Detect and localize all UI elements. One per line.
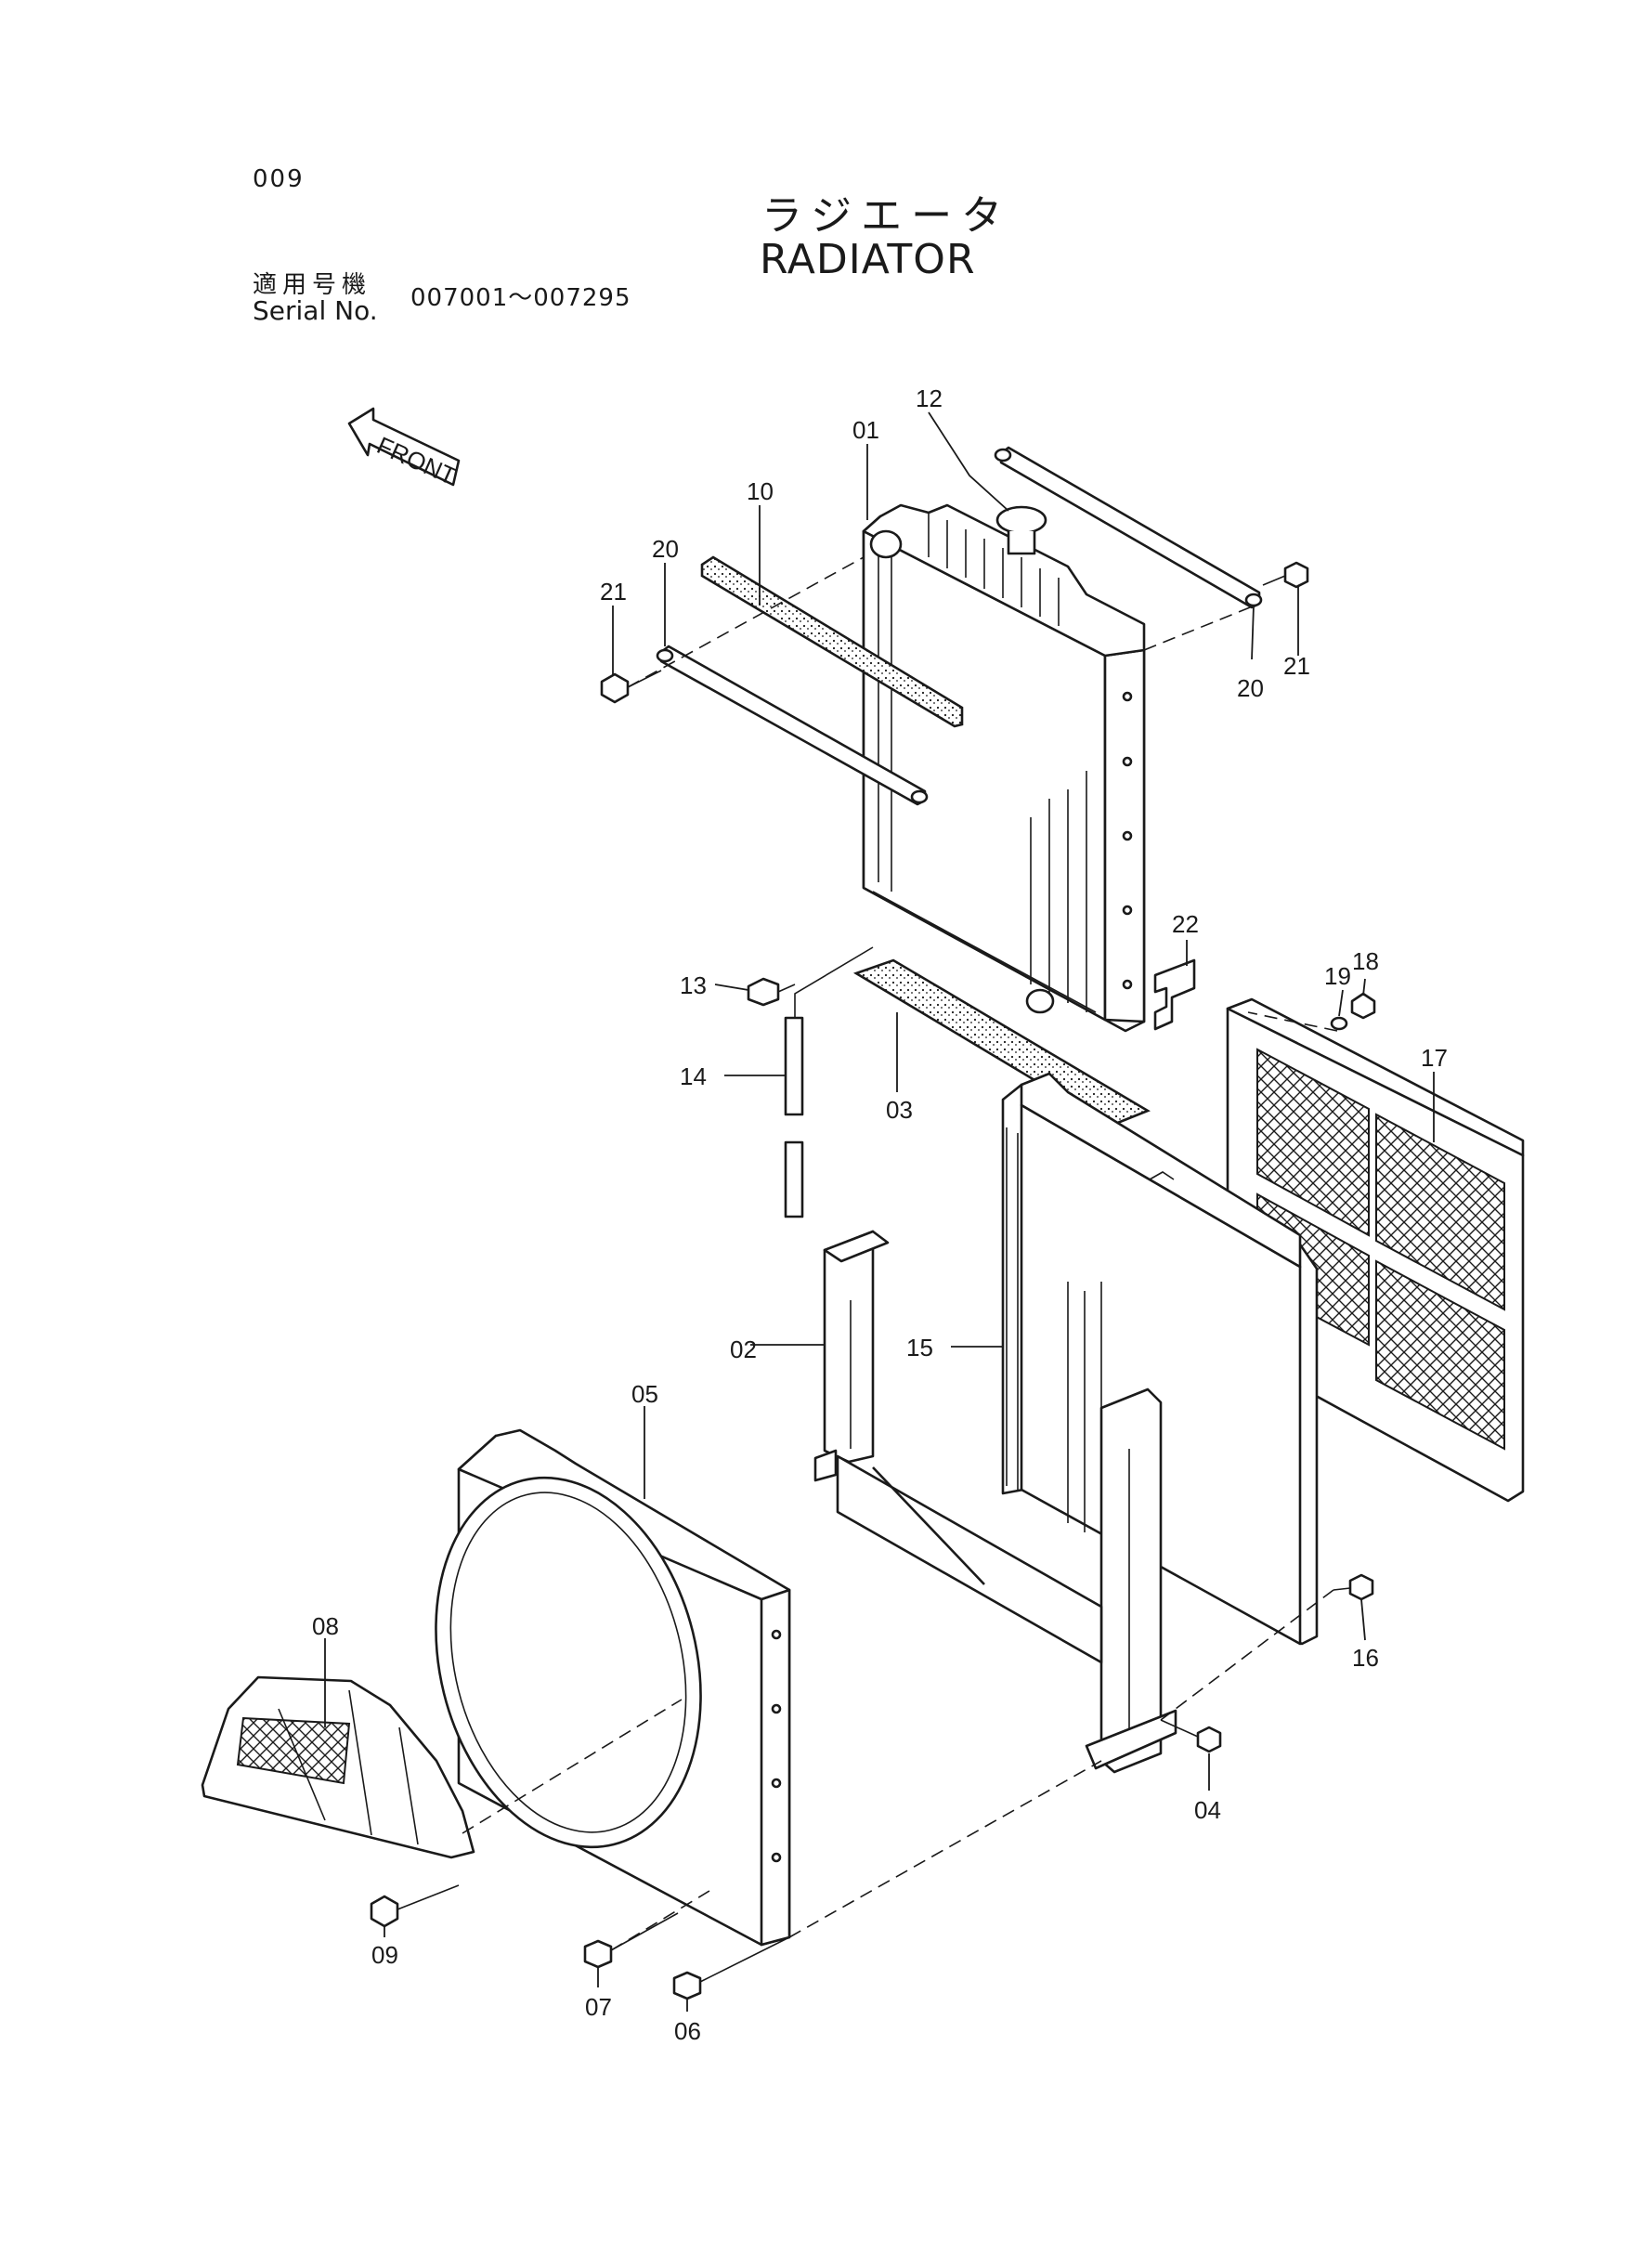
callout-21-left: 21 xyxy=(600,578,627,606)
title-japanese: ラジエータ xyxy=(761,192,1012,240)
title-english: RADIATOR xyxy=(760,236,976,283)
page-number: 009 xyxy=(253,165,305,193)
part-05-fan-shroud xyxy=(435,1428,791,1947)
serial-label-english: Serial No. xyxy=(253,295,378,326)
callout-19: 19 xyxy=(1324,962,1351,990)
callout-16: 16 xyxy=(1352,1644,1379,1672)
callout-06: 06 xyxy=(674,2017,701,2045)
callout-02: 02 xyxy=(730,1335,757,1363)
serial-label-japanese: 適用号機 xyxy=(253,271,372,299)
callout-09: 09 xyxy=(371,1941,398,1969)
callout-18: 18 xyxy=(1352,947,1379,975)
callout-07: 07 xyxy=(585,1993,612,2021)
part-16-bolt xyxy=(1333,1573,1374,1601)
front-arrow-icon: FRONT xyxy=(347,407,461,490)
callout-labels: 01 02 03 04 05 06 07 08 09 10 12 13 14 1… xyxy=(312,384,1448,2045)
callout-20-right: 20 xyxy=(1237,674,1264,702)
callout-08: 08 xyxy=(312,1612,339,1640)
part-19-washer xyxy=(1330,1016,1348,1031)
callout-05: 05 xyxy=(631,1380,658,1408)
part-20-stay-left xyxy=(656,645,929,806)
callout-22: 22 xyxy=(1172,910,1199,938)
callout-15: 15 xyxy=(906,1334,933,1362)
part-10-foam-strip xyxy=(700,555,964,728)
callout-04: 04 xyxy=(1194,1796,1221,1824)
assembly-guide-lines xyxy=(462,556,1338,1951)
part-09-bolt xyxy=(370,1884,460,1928)
part-01-radiator xyxy=(862,503,1146,1033)
part-08-fan-guard xyxy=(201,1675,475,1859)
part-03-foam-pad xyxy=(852,958,1151,1127)
callout-03: 03 xyxy=(886,1096,913,1124)
part-12-radiator-cap xyxy=(995,505,1047,555)
part-13-drain-cock xyxy=(747,977,796,1007)
serial-range: 007001～007295 xyxy=(410,284,631,312)
part-06-bolt xyxy=(672,1936,790,2000)
part-04-bolt xyxy=(1160,1719,1222,1753)
part-21-bolt-left xyxy=(600,670,662,704)
part-15-oil-cooler xyxy=(1001,1072,1319,1646)
callout-21-right: 21 xyxy=(1283,652,1310,680)
callout-20-left: 20 xyxy=(652,535,679,563)
part-18-bolt xyxy=(1350,992,1376,1020)
callout-12: 12 xyxy=(916,384,943,412)
callout-01: 01 xyxy=(852,416,879,444)
callout-14: 14 xyxy=(680,1062,707,1090)
part-14-drain-hose xyxy=(784,946,874,1218)
part-21-bolt-right xyxy=(1262,561,1309,589)
part-22-bracket xyxy=(1153,958,1196,1031)
part-07-bolt xyxy=(583,1912,679,1969)
callout-leader-lines xyxy=(324,411,1435,2012)
callout-17: 17 xyxy=(1421,1044,1448,1072)
part-02-frame xyxy=(813,1230,1177,1774)
callout-13: 13 xyxy=(680,971,707,999)
callout-10: 10 xyxy=(747,477,774,505)
